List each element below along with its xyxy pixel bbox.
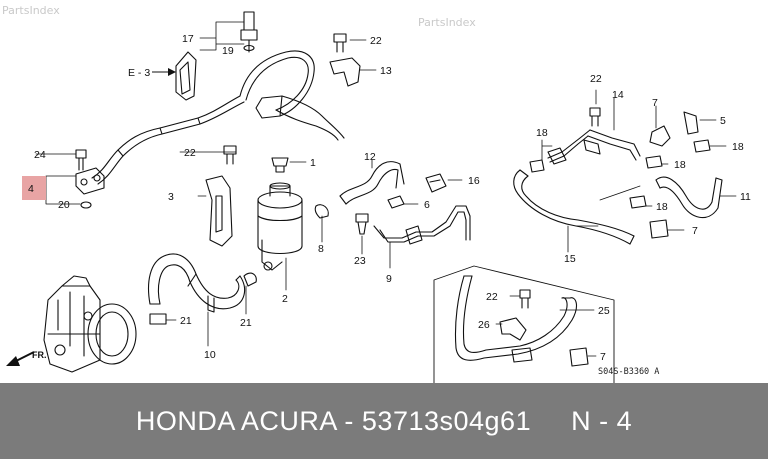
callout-19: 19 xyxy=(222,45,234,57)
callout-22-mid: 22 xyxy=(184,147,196,159)
callout-18-d: 18 xyxy=(656,201,668,213)
bolt-23 xyxy=(355,213,369,235)
diagram-code: S04S-B3360 A xyxy=(598,367,659,377)
bolt-22-inset xyxy=(519,289,531,309)
callout-26: 26 xyxy=(478,319,490,331)
callout-2: 2 xyxy=(282,293,288,305)
inset-frame xyxy=(433,265,615,383)
callout-16: 16 xyxy=(468,175,480,187)
caption-gap xyxy=(531,406,571,436)
clip-6 xyxy=(387,195,405,209)
pipe-9 xyxy=(373,205,471,241)
callout-23: 23 xyxy=(354,255,366,267)
callout-18-c: 18 xyxy=(732,141,744,153)
e3-arrowhead xyxy=(168,68,176,76)
callout-18-a: 18 xyxy=(536,127,548,139)
pipe-14 xyxy=(589,129,641,157)
callout-8: 8 xyxy=(318,243,324,255)
callout-24: 24 xyxy=(34,149,46,161)
front-label: FR. xyxy=(32,350,47,360)
callout-labels: 17 19 22 13 E - 3 24 4 20 22 1 3 12 16 6… xyxy=(28,33,751,363)
watermark-right: PartsIndex xyxy=(418,16,476,29)
caption-text: HONDA ACURA - 53713s04g61 N - 4 xyxy=(136,406,632,437)
position-label: N - 4 xyxy=(571,405,633,436)
clamp-7-top xyxy=(649,125,671,147)
steering-gear-housing xyxy=(43,275,137,373)
caption-bar: HONDA ACURA - 53713s04g61 N - 4 xyxy=(0,383,768,459)
high-pressure-hose xyxy=(75,11,345,209)
callout-22-inset: 22 xyxy=(486,291,498,303)
hose-15 xyxy=(513,169,631,245)
bolt-22-mid xyxy=(223,145,237,165)
part-title: HONDA ACURA - 53713s04g61 xyxy=(135,405,532,436)
callout-10: 10 xyxy=(204,349,216,361)
parts-diagram: PartsIndex PartsIndex xyxy=(2,4,751,383)
callout-7-inset: 7 xyxy=(600,351,606,363)
callout-7-mid: 7 xyxy=(692,225,698,237)
callout-4: 4 xyxy=(28,183,34,195)
bracket-3 xyxy=(205,175,233,247)
callout-15: 15 xyxy=(564,253,576,265)
callout-1: 1 xyxy=(310,157,316,169)
callout-9: 9 xyxy=(386,273,392,285)
clamp-7-inset xyxy=(569,347,589,367)
callout-6: 6 xyxy=(424,199,430,211)
watermark-left: PartsIndex xyxy=(2,4,60,17)
bolt-22-right xyxy=(589,107,601,127)
callout-21-left: 21 xyxy=(180,315,192,327)
clamp-8 xyxy=(314,204,329,219)
callout-7-top: 7 xyxy=(652,97,658,109)
clamp-21-left xyxy=(149,313,167,325)
clip-18-a xyxy=(529,159,545,173)
hose-25 xyxy=(454,275,578,361)
callout-25: 25 xyxy=(598,305,610,317)
highlight-box xyxy=(22,176,46,200)
clamp-7-mid xyxy=(649,219,669,239)
callout-11: 11 xyxy=(740,191,751,203)
reservoir-tank xyxy=(257,182,303,271)
clip-18-c xyxy=(693,139,711,153)
hose-11 xyxy=(655,176,717,210)
callout-21-right: 21 xyxy=(240,317,252,329)
callout-22-upper: 22 xyxy=(370,35,382,47)
callout-e3: E - 3 xyxy=(128,67,150,79)
front-arrow-icon xyxy=(6,351,35,366)
clip-26 xyxy=(499,317,527,341)
callout-12: 12 xyxy=(364,151,376,163)
bolt-5 xyxy=(683,111,699,135)
callout-18-b: 18 xyxy=(674,159,686,171)
callout-20: 20 xyxy=(58,199,70,211)
clamp-13 xyxy=(329,57,361,87)
clip-16 xyxy=(425,173,447,193)
callout-17: 17 xyxy=(182,33,194,45)
clip-18-b xyxy=(645,155,663,169)
clip-18-d xyxy=(629,195,647,209)
return-hose-12 xyxy=(339,161,405,197)
callout-14: 14 xyxy=(612,89,624,101)
callout-13: 13 xyxy=(380,65,392,77)
hose-10 xyxy=(147,253,240,305)
callout-3: 3 xyxy=(168,191,174,203)
bolt-22-upper xyxy=(333,33,347,53)
callout-22-right: 22 xyxy=(590,73,602,85)
callout-5: 5 xyxy=(720,115,726,127)
cap-1 xyxy=(271,157,289,173)
clamp-21-right xyxy=(243,272,257,287)
